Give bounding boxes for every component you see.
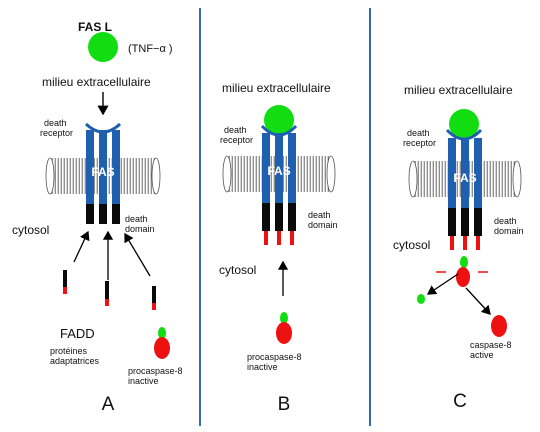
fas-label: FAS xyxy=(91,165,114,179)
caspase-label: caspase-8 xyxy=(470,340,512,350)
fas-ligand xyxy=(449,109,479,139)
receptor-chain xyxy=(86,130,94,204)
caspase-label: active xyxy=(470,350,494,360)
receptor-chain xyxy=(448,138,456,208)
death-domain xyxy=(288,203,296,231)
death-receptor-label: receptor xyxy=(220,135,253,145)
death-receptor-label: death xyxy=(44,118,67,128)
death-receptor-label: death xyxy=(407,128,430,138)
death-domain xyxy=(262,203,270,231)
panel-a: FAS L (TNF−α ) milieu extracellulaire de… xyxy=(12,20,183,415)
fadd-adaptor xyxy=(63,287,67,294)
membrane-cap xyxy=(222,155,232,193)
recruited-fadd xyxy=(450,236,454,250)
recruited-fadd xyxy=(476,236,480,250)
fas-ligand xyxy=(88,32,118,62)
receptor-chain xyxy=(275,133,283,203)
death-domain xyxy=(461,208,469,236)
death-domain xyxy=(448,208,456,236)
death-receptor-label: death xyxy=(224,125,247,135)
caspase-8-intermediate xyxy=(456,267,470,287)
fadd-adaptor xyxy=(105,299,109,306)
panel-b: milieu extracellulaire death receptor FA… xyxy=(219,81,338,415)
death-domain xyxy=(99,204,107,224)
fas-label: FAS xyxy=(453,171,476,185)
recruited-fadd xyxy=(463,236,467,250)
panel-letter-b: B xyxy=(278,394,291,415)
recruitment-arrow xyxy=(124,232,151,277)
fas-ligand xyxy=(264,105,294,135)
death-domain-label: death xyxy=(494,216,517,226)
active-caspase-8 xyxy=(491,315,507,337)
receptor-chain xyxy=(99,130,107,204)
procaspase-label: procaspase-8 xyxy=(128,366,183,376)
membrane-cap xyxy=(45,157,55,195)
membrane-cap xyxy=(326,155,336,193)
receptor-chain xyxy=(474,138,482,208)
recruitment-arrow xyxy=(73,230,90,263)
fas-label: FAS xyxy=(267,164,290,178)
panel-letter-c: C xyxy=(453,391,467,412)
death-receptor-label: receptor xyxy=(403,138,436,148)
recruited-fadd xyxy=(290,231,294,245)
procaspase-8-prodomain xyxy=(158,327,166,339)
fadd-label: FADD xyxy=(60,326,95,341)
membrane-cap xyxy=(512,160,522,198)
death-domain xyxy=(275,203,283,231)
death-domain-label: death xyxy=(308,210,331,220)
procaspase-label: procaspase-8 xyxy=(247,352,302,362)
receptor-chain xyxy=(288,133,296,203)
death-domain-label: death xyxy=(125,214,148,224)
cytosol-label: cytosol xyxy=(12,223,49,237)
adaptor-proteins-label: adaptatrices xyxy=(50,356,100,366)
fadd-adaptor xyxy=(105,281,109,299)
panel-letter-a: A xyxy=(102,394,115,415)
death-domain xyxy=(86,204,94,224)
procaspase-8 xyxy=(276,322,292,344)
membrane-cap xyxy=(408,160,418,198)
fadd-adaptor xyxy=(63,270,67,287)
release-arrow xyxy=(426,273,459,295)
cytosol-label: cytosol xyxy=(219,263,256,277)
death-domain xyxy=(112,204,120,224)
fadd-adaptor xyxy=(152,286,156,303)
death-receptor-label: receptor xyxy=(40,128,73,138)
extracellular-label: milieu extracellulaire xyxy=(404,83,513,97)
membrane-cap xyxy=(151,157,161,195)
death-domain-label: domain xyxy=(494,226,524,236)
cleaved-prodomain xyxy=(460,256,468,268)
procaspase-8-prodomain xyxy=(280,312,288,324)
receptor-chain xyxy=(262,133,270,203)
fadd-adaptor xyxy=(152,303,156,310)
activation-arrow xyxy=(465,287,491,315)
receptor-chain xyxy=(112,130,120,204)
receptor-chain xyxy=(461,138,469,208)
procaspase-8 xyxy=(154,337,170,359)
death-domain xyxy=(474,208,482,236)
extracellular-label: milieu extracellulaire xyxy=(42,75,151,89)
cytosol-label: cytosol xyxy=(393,238,430,252)
procaspase-label: inactive xyxy=(128,376,159,386)
death-domain-label: domain xyxy=(125,224,155,234)
recruited-fadd xyxy=(277,231,281,245)
procaspase-label: inactive xyxy=(247,362,278,372)
recruited-fadd xyxy=(264,231,268,245)
ligand-title: FAS L xyxy=(78,20,112,34)
ligand-alias: (TNF−α ) xyxy=(128,43,173,55)
extracellular-label: milieu extracellulaire xyxy=(222,81,331,95)
released-prodomain xyxy=(417,294,425,304)
death-domain-label: domain xyxy=(308,220,338,230)
panel-c: milieu extracellulaire death receptor FA… xyxy=(393,83,524,412)
adaptor-proteins-label: protéines xyxy=(50,346,88,356)
